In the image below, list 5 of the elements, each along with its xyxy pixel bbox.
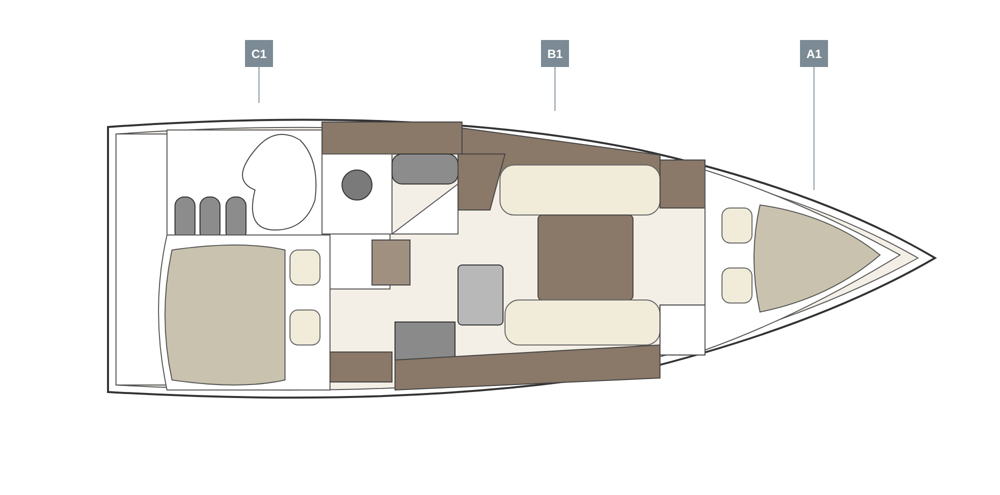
- callout-label: B1: [541, 40, 569, 67]
- callout-label: C1: [245, 40, 273, 67]
- callout-label: A1: [800, 40, 828, 67]
- leader-line: [554, 66, 556, 112]
- leader-line: [258, 66, 260, 104]
